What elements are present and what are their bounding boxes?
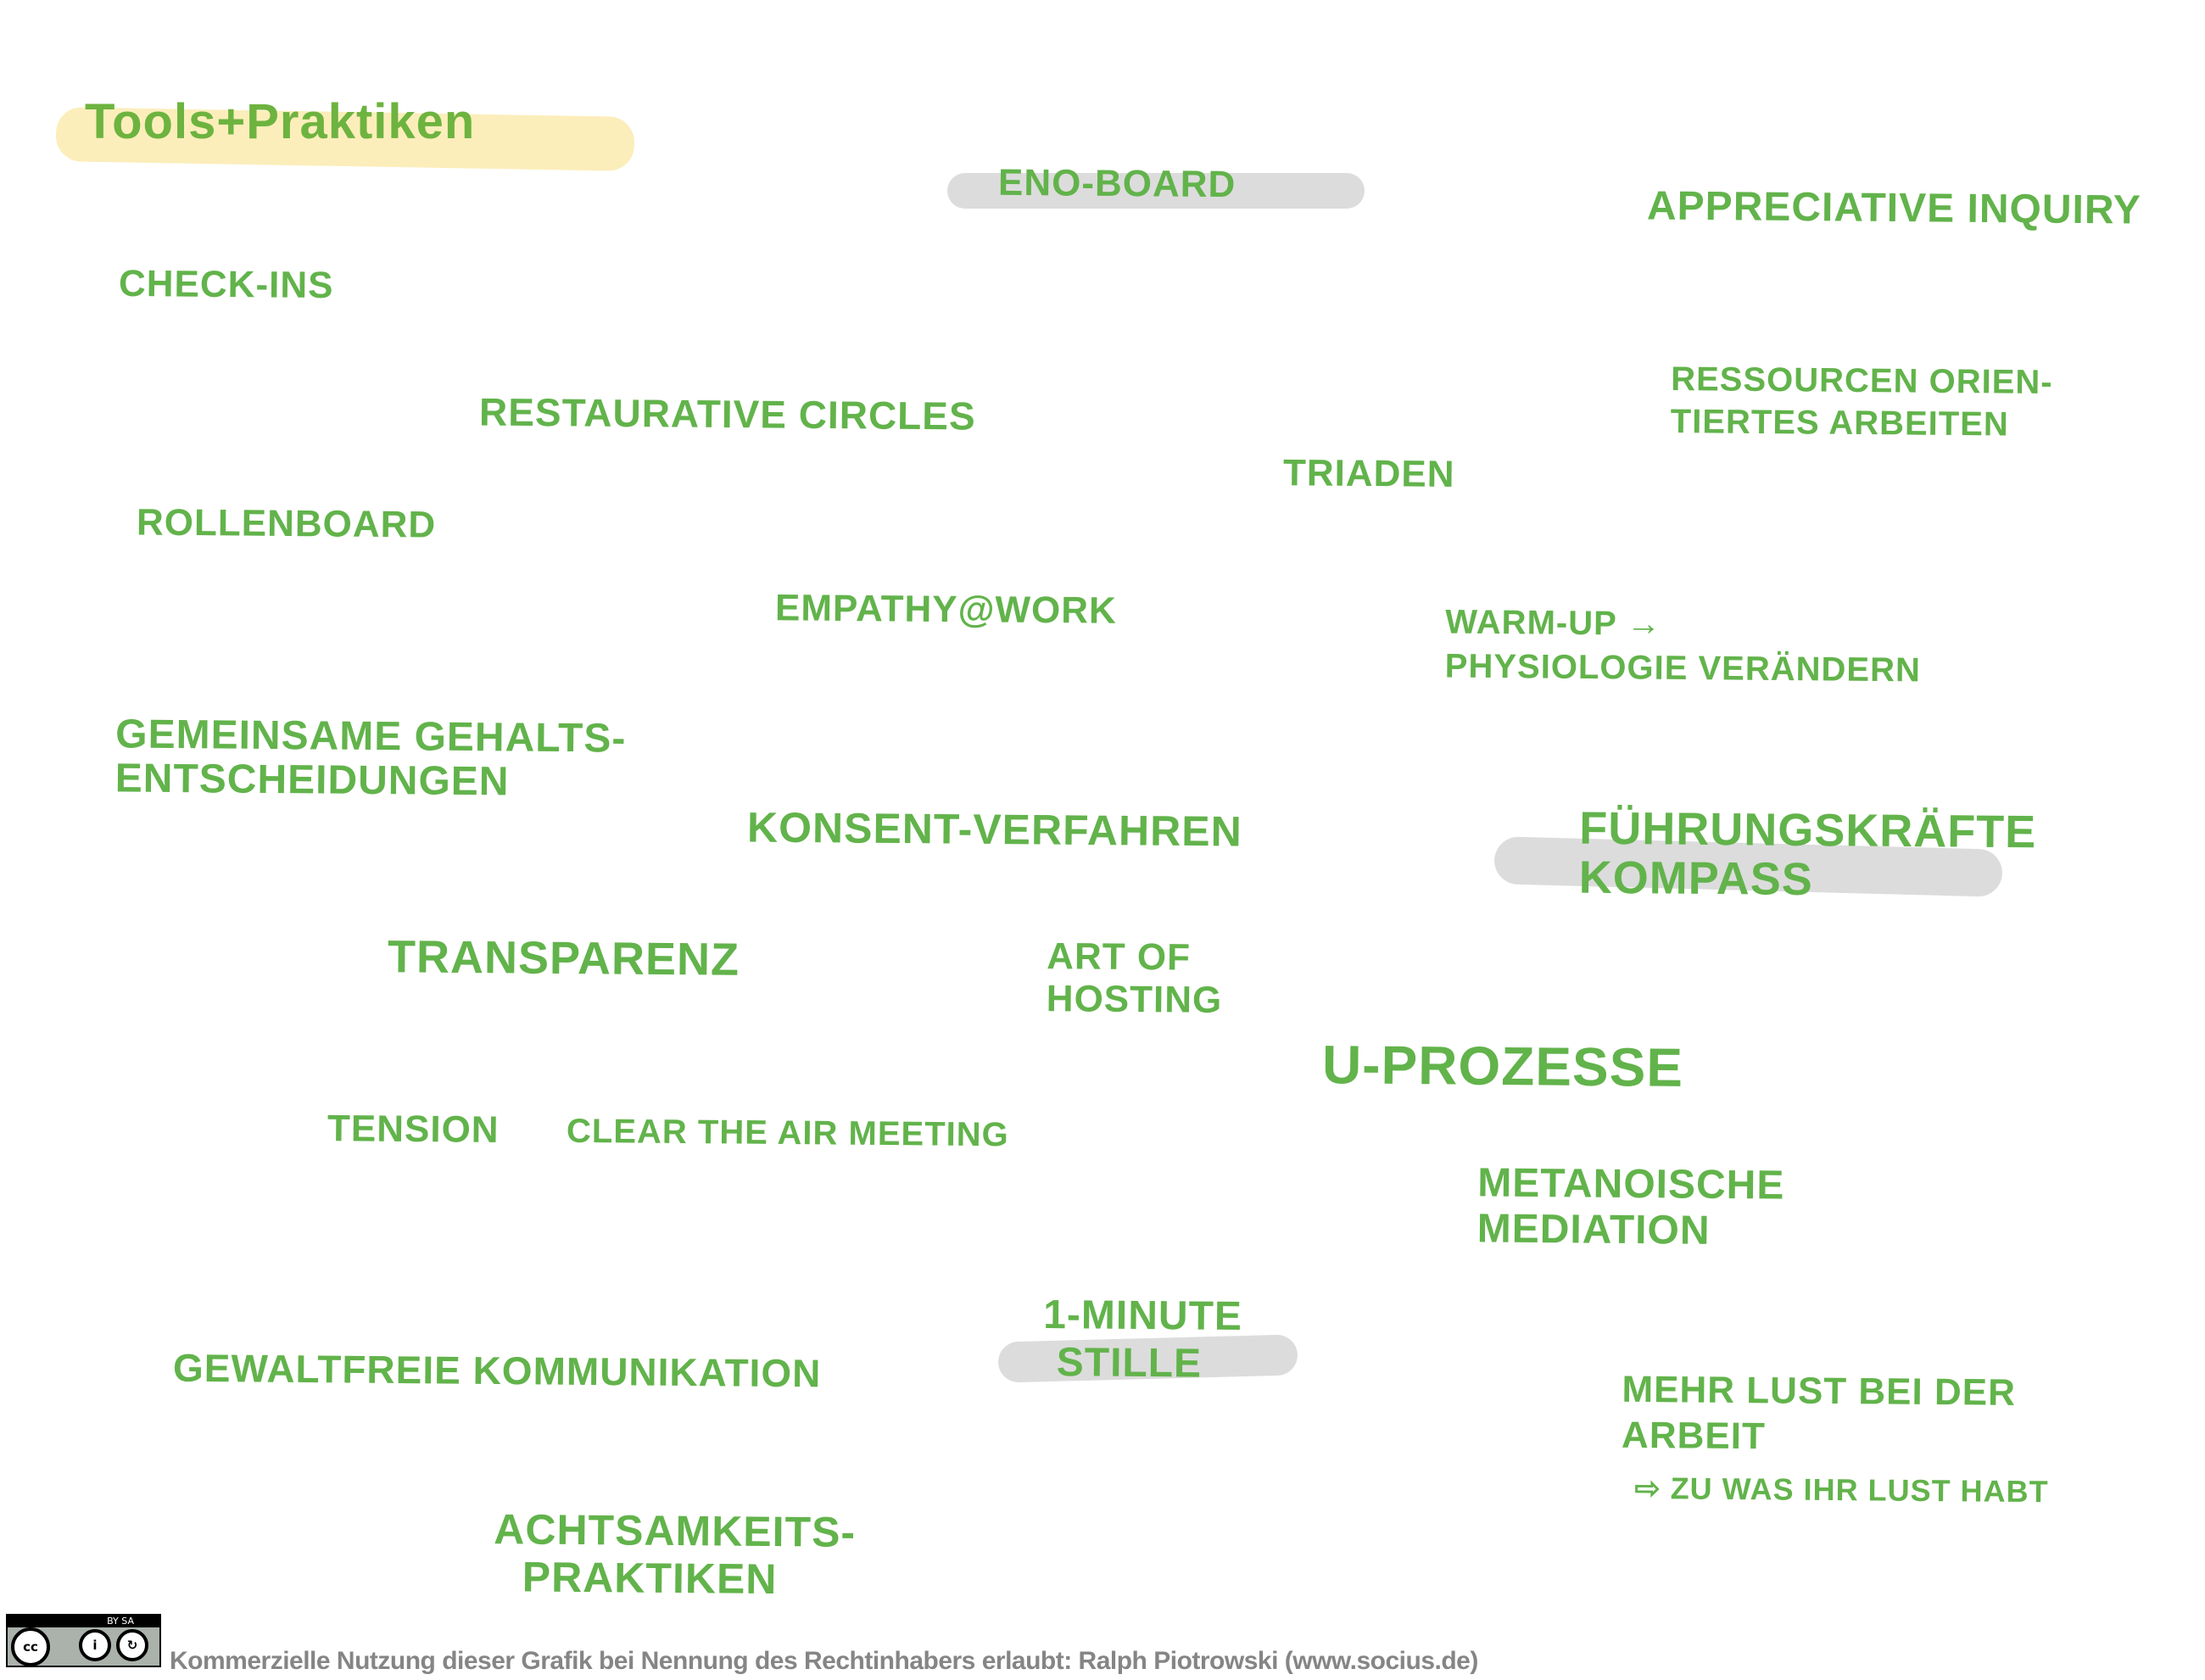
item-rollenboard: Rollenboard (136, 501, 437, 546)
item-metanoische-mediation: Metanoische Mediation (1477, 1160, 1785, 1254)
item-restaurative-circles: Restaurative Circles (478, 389, 976, 438)
line: Arbeit (1621, 1414, 1767, 1458)
item-gewaltfreie-kommunikation: Gewaltfreie Kommunikation (172, 1345, 822, 1396)
line: tiertes Arbeiten (1670, 403, 2009, 444)
item-tension: Tension (327, 1108, 500, 1151)
cc-by-sa-badge: BY SA cc i ↻ (6, 1614, 161, 1667)
line: Gemeinsame Gehalts- (115, 712, 627, 762)
item-1-minute-stille: 1-Minute Stille (1043, 1292, 1243, 1388)
line: Art of (1047, 935, 1192, 979)
line: Führungskräfte (1579, 802, 2037, 858)
line: Kompass (1578, 851, 1814, 906)
item-ressourcen: Ressourcen orien- tiertes Arbeiten (1671, 358, 2053, 446)
line: Hosting (1046, 978, 1223, 1021)
item-achtsamkeitspraktiken: Achtsamkeits- Praktiken (494, 1505, 857, 1604)
item-mehr-lust: Mehr Lust bei der Arbeit ⇨ zu was ihr Lu… (1621, 1367, 2050, 1515)
item-u-prozesse: U-Prozesse (1321, 1034, 1684, 1098)
item-konsent-verfahren: Konsent-Verfahren (746, 803, 1242, 856)
line: Achtsamkeits- (494, 1505, 857, 1556)
line: Metanoische (1477, 1160, 1785, 1208)
item-empathy-at-work: Empathy@work (774, 587, 1118, 632)
cc-badge-bar: BY SA (8, 1616, 159, 1627)
line: Warm-up → (1445, 603, 1662, 643)
line: entscheidungen (114, 756, 510, 805)
item-gehaltsentscheidungen: Gemeinsame Gehalts- entscheidungen (115, 712, 627, 805)
line: Stille (1056, 1340, 1203, 1387)
attribution-icon: i (79, 1629, 111, 1661)
line: Praktiken (522, 1553, 778, 1604)
share-alike-icon: ↻ (116, 1629, 148, 1661)
item-warm-up: Warm-up → Physiologie verändern (1445, 600, 1922, 693)
line: Mediation (1477, 1206, 1711, 1253)
line: Physiologie verändern (1444, 647, 1922, 689)
item-appreciative-inquiry: Appreciative Inquiry (1646, 183, 2141, 233)
item-clear-the-air-meeting: Clear the air meeting (566, 1112, 1009, 1154)
eno-board-highlight (947, 173, 1365, 209)
item-triaden: Triaden (1282, 452, 1455, 495)
item-art-of-hosting: Art of Hosting (1047, 935, 1223, 1022)
line: ⇨ zu was ihr Lust habt (1634, 1470, 2049, 1510)
line: Ressourcen orien- (1671, 360, 2053, 401)
line: 1-Minute (1043, 1292, 1243, 1340)
page-title: Tools+Praktiken (85, 94, 476, 149)
cc-icon: cc (11, 1627, 50, 1666)
item-transparenz: Transparenz (387, 931, 740, 985)
item-eno-board: Eno-Board (997, 161, 1236, 206)
item-fuehrungskraefte-kompass: Führungskräfte Kompass (1578, 802, 2037, 907)
line: Mehr Lust bei der (1622, 1368, 2017, 1414)
item-check-ins: Check-ins (118, 262, 334, 307)
license-text: Kommerzielle Nutzung dieser Grafik bei N… (170, 1647, 1478, 1675)
